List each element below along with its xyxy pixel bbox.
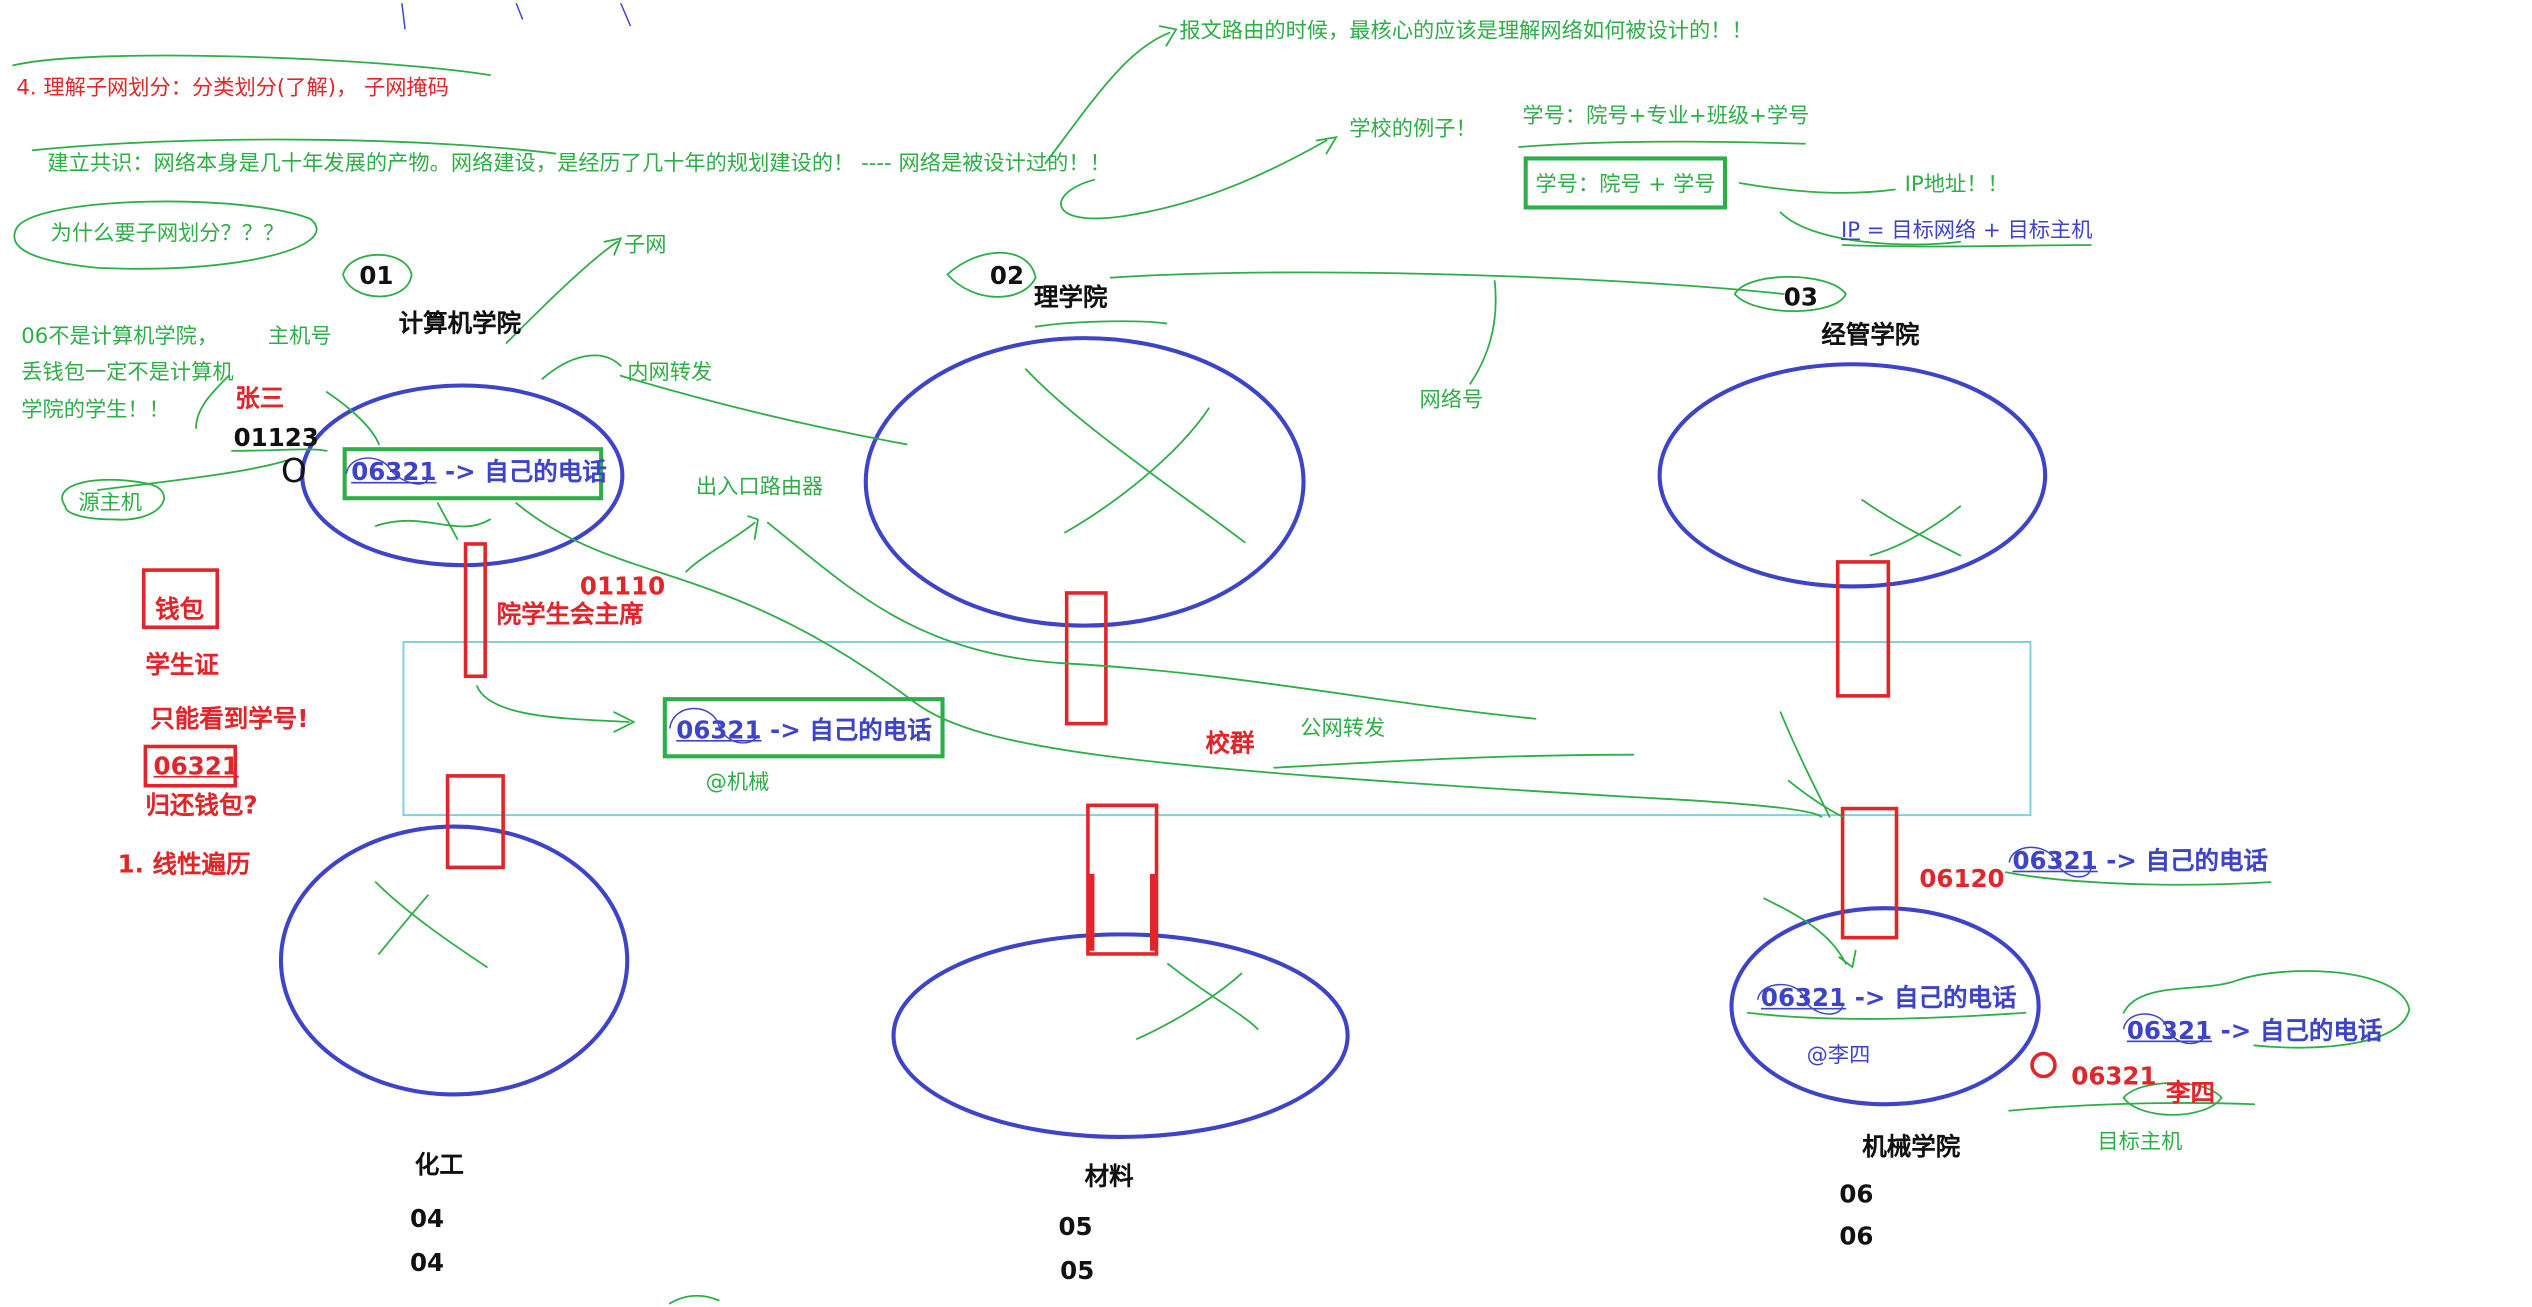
message-mechanical-gateway: 06321 -> 自己的电话 — [2012, 849, 2268, 874]
router-chemical — [445, 774, 505, 870]
college-code-computer: 01 — [359, 261, 394, 291]
return-wallet-label: 归还钱包? — [145, 790, 258, 821]
message-number: 06321 — [351, 457, 437, 487]
inner-forward-label: 内网转发 — [627, 361, 713, 386]
campus-network-box — [402, 640, 2032, 817]
at-machine-label: @机械 — [705, 771, 770, 796]
message-target: 06321 -> 自己的电话 — [2126, 1016, 2383, 1046]
college-name-computer: 计算机学院 — [398, 308, 522, 339]
message-campus: 06321 -> 自己的电话 — [676, 718, 932, 744]
only-see-id-label: 只能看到学号! — [150, 704, 309, 734]
not-cs-note-1: 06不是计算机学院， — [21, 325, 219, 350]
college-code-materials-2: 05 — [1060, 1256, 1095, 1286]
college-name-science: 理学院 — [1034, 282, 1108, 312]
college-code-mechanical-1: 06 — [1839, 1179, 1874, 1209]
message-text: 自己的电话 — [2145, 846, 2269, 876]
router-science — [1064, 591, 1108, 726]
consensus-note: 建立共识：网络本身是几十年发展的产物。网络建设，是经历了几十年的规划建设的！ -… — [47, 151, 1111, 177]
ip-address-note: IP地址！！ — [1904, 173, 2009, 198]
college-name-mechanical: 机械学院 — [1862, 1132, 1961, 1162]
message-number: 06321 — [676, 715, 762, 745]
router-materials — [1086, 803, 1159, 956]
ip-formula-note: IP = 目标网络 + 目标主机 — [1841, 221, 2093, 242]
college-ellipse-materials — [891, 932, 1350, 1139]
gateway-router-label: 出入口路由器 — [695, 475, 824, 500]
student-card-label: 学生证 — [145, 650, 219, 680]
college-ellipse-mechanical — [1729, 906, 2041, 1107]
message-mechanical-inner: 06321 -> 自己的电话 — [1761, 986, 2017, 1012]
zhangsan-id: 01123 — [233, 423, 319, 453]
message-box-campus — [662, 697, 945, 759]
lisi-phone-id-label: 06321 — [2071, 1061, 2157, 1092]
student-id-box — [1523, 156, 1728, 210]
college-ellipse-chemical — [278, 824, 630, 1097]
school-group-label: 校群 — [1205, 728, 1255, 758]
not-cs-note-3: 学院的学生！！ — [21, 398, 170, 424]
subnet-label: 子网 — [623, 233, 667, 259]
college-ellipse-computer — [300, 383, 625, 568]
message-arrow: -> — [436, 457, 485, 487]
college-code-materials-1: 05 — [1058, 1212, 1093, 1242]
message-arrow: -> — [761, 715, 810, 745]
network-number-label: 网络号 — [1419, 388, 1484, 414]
chair-id-label: 01110 — [579, 571, 666, 602]
target-host-dot — [2030, 1051, 2057, 1079]
student-id-short-note: 学号：院号 + 学号 — [1535, 173, 1716, 198]
ip-formula-ip: IP — [1840, 218, 1861, 244]
message-text: 自己的电话 — [809, 715, 932, 745]
wallet-box — [141, 568, 220, 630]
linear-traverse-label: 1. 线性遍历 — [117, 849, 251, 879]
router-management — [1835, 560, 1891, 698]
wallet-label: 钱包 — [155, 594, 205, 624]
wallet-id-label: 06321 — [153, 751, 239, 781]
routing-core-note: 报文路由的时候，最核心的应该是理解网络如何被设计的！！ — [1179, 19, 1753, 45]
at-lisi-label: @李四 — [1806, 1043, 1871, 1069]
message-text: 自己的电话 — [1893, 983, 2017, 1013]
message-arrow: -> — [2097, 846, 2146, 876]
college-code-management: 03 — [1783, 282, 1818, 312]
college-name-management: 经管学院 — [1821, 320, 1920, 350]
college-name-materials: 材料 — [1084, 1161, 1134, 1191]
message-computer: 06321 -> 自己的电话 — [351, 460, 607, 486]
wallet-id-box — [143, 744, 238, 788]
college-ellipse-management — [1657, 362, 2048, 589]
message-text: 自己的电话 — [2259, 1016, 2383, 1046]
message-arrow: -> — [1846, 983, 1894, 1013]
message-box-computer — [342, 447, 604, 501]
message-number: 06321 — [2012, 846, 2098, 876]
message-number: 06321 — [2126, 1016, 2213, 1046]
ip-formula-rest: = 目标网络 + 目标主机 — [1860, 218, 2093, 244]
public-forward-label: 公网转发 — [1300, 717, 1386, 742]
college-code-chemical-2: 04 — [410, 1247, 445, 1278]
zhangsan-label: 张三 — [235, 383, 285, 414]
header-note: 4. 理解子网划分：分类划分(了解)， 子网掩码 — [16, 76, 449, 102]
message-text: 自己的电话 — [484, 457, 607, 487]
lisi-label: 李四 — [2166, 1078, 2216, 1108]
message-arrow: -> — [2212, 1016, 2260, 1046]
message-number: 06321 — [1760, 983, 1847, 1013]
not-cs-note-2: 丢钱包一定不是计算机 — [21, 361, 234, 386]
router-computer — [463, 542, 487, 679]
source-host-label: 源主机 — [78, 491, 143, 517]
college-code-chemical-1: 04 — [410, 1203, 445, 1234]
student-union-chair-label: 院学生会主席 — [496, 599, 644, 629]
college-code-science: 02 — [989, 261, 1025, 291]
source-host-marker: O — [280, 450, 307, 491]
student-id-full-note: 学号：院号+专业+班级+学号 — [1522, 104, 1810, 130]
school-example-note: 学校的例子！ — [1349, 117, 1477, 143]
college-code-mechanical-2: 06 — [1839, 1221, 1874, 1252]
why-subnet-note: 为什么要子网划分？？？ — [50, 222, 285, 247]
college-ellipse-science — [863, 336, 1306, 628]
router-mechanical — [1840, 806, 1899, 940]
target-host-label: 目标主机 — [2097, 1130, 2183, 1155]
lisi-code-label: 06120 — [1919, 864, 2005, 894]
host-number-label: 主机号 — [267, 325, 332, 350]
college-name-chemical: 化工 — [414, 1149, 464, 1180]
